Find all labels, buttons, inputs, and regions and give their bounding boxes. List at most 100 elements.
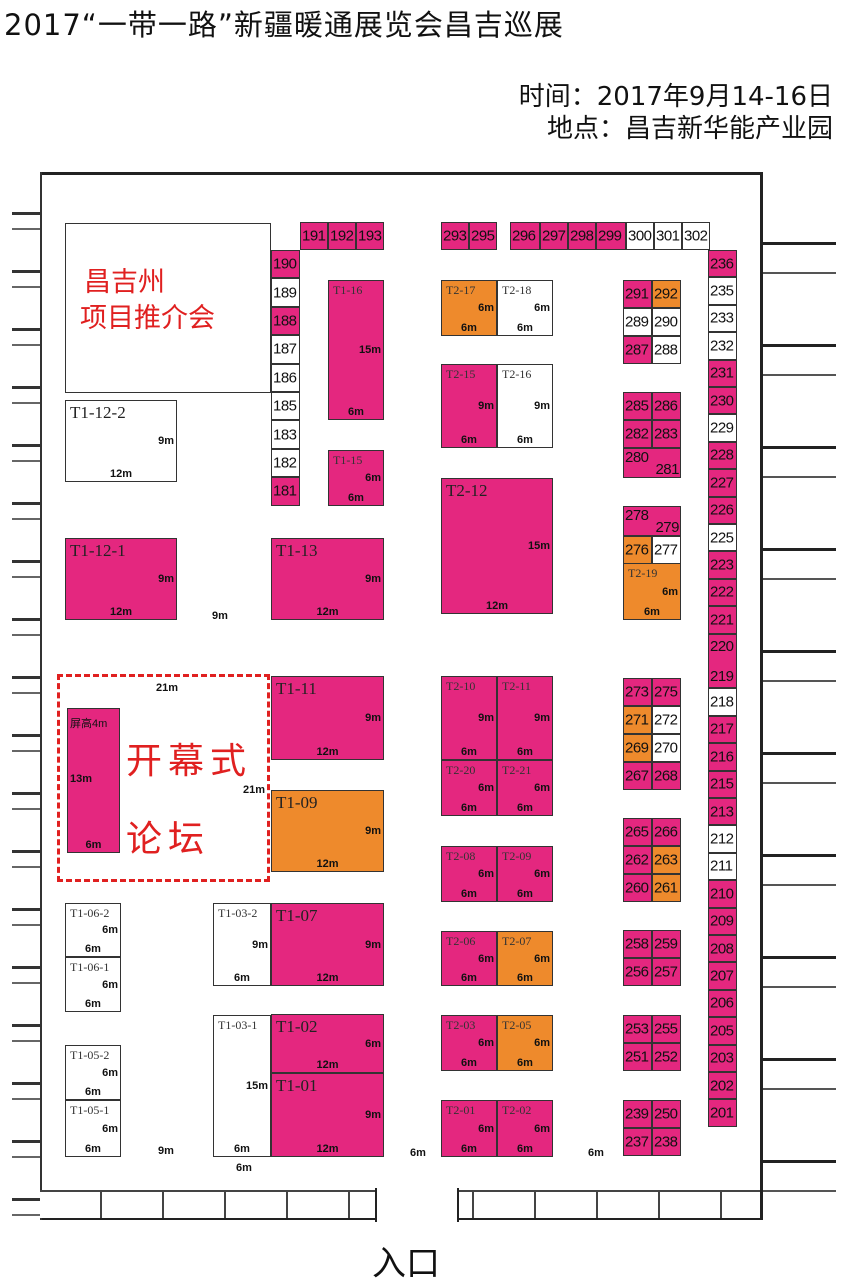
booth-283[interactable]: 283: [652, 420, 681, 448]
opening-forum-area[interactable]: [57, 674, 270, 882]
booth-296[interactable]: 296: [510, 222, 540, 250]
booth-276[interactable]: 276: [623, 536, 652, 564]
booth-215[interactable]: 215: [708, 770, 737, 798]
booth-295[interactable]: 295: [469, 222, 497, 250]
booth-288[interactable]: 288: [652, 336, 681, 364]
booth-231[interactable]: 231: [708, 359, 737, 387]
booth-207[interactable]: 207: [708, 962, 737, 990]
booth-203[interactable]: 203: [708, 1044, 737, 1072]
booth-286[interactable]: 286: [652, 392, 681, 420]
booth-225[interactable]: 225: [708, 524, 737, 552]
booth-218[interactable]: 218: [708, 688, 737, 716]
booth-206[interactable]: 206: [708, 989, 737, 1018]
booth-292[interactable]: 292: [652, 280, 681, 308]
booth-229[interactable]: 229: [708, 414, 737, 442]
booth-270[interactable]: 270: [652, 734, 681, 762]
booth-282[interactable]: 282: [623, 420, 652, 448]
booth-205[interactable]: 205: [708, 1017, 737, 1045]
booth-289[interactable]: 289: [623, 308, 652, 336]
booth-216[interactable]: 216: [708, 743, 737, 771]
booth-191[interactable]: 191: [300, 222, 328, 250]
booth-208[interactable]: 208: [708, 935, 737, 963]
booth-267[interactable]: 267: [623, 762, 652, 790]
booth-239[interactable]: 239: [623, 1100, 652, 1128]
booth-301[interactable]: 301: [654, 222, 682, 250]
booth-300[interactable]: 300: [626, 222, 654, 250]
booth-223[interactable]: 223: [708, 551, 737, 579]
booth-262[interactable]: 262: [623, 846, 652, 874]
booth-273[interactable]: 273: [623, 678, 652, 706]
booth-181[interactable]: 181: [271, 477, 300, 506]
booth-298[interactable]: 298: [568, 222, 596, 250]
booth-293[interactable]: 293: [441, 222, 469, 250]
booth-222[interactable]: 222: [708, 578, 737, 607]
booth-217[interactable]: 217: [708, 715, 737, 744]
booth-257[interactable]: 257: [652, 958, 681, 986]
booth-186[interactable]: 186: [271, 363, 300, 392]
booth-259[interactable]: 259: [652, 930, 681, 958]
booth-227[interactable]: 227: [708, 469, 737, 497]
booth-232[interactable]: 232: [708, 332, 737, 360]
project-promotion-area[interactable]: 昌吉州 项目推介会: [65, 223, 271, 393]
booth-291[interactable]: 291: [623, 280, 652, 308]
booth-277[interactable]: 277: [652, 536, 681, 564]
booth-187[interactable]: 187: [271, 335, 300, 364]
booth-271[interactable]: 271: [623, 706, 652, 734]
booth-268[interactable]: 268: [652, 762, 681, 790]
booth-185[interactable]: 185: [271, 392, 300, 421]
booth-266[interactable]: 266: [652, 818, 681, 846]
booth-253[interactable]: 253: [623, 1015, 652, 1043]
booth-235[interactable]: 235: [708, 277, 737, 305]
booth-265[interactable]: 265: [623, 818, 652, 846]
booth-272[interactable]: 272: [652, 706, 681, 734]
booth-230[interactable]: 230: [708, 387, 737, 415]
booth-228[interactable]: 228: [708, 441, 737, 470]
booth-202[interactable]: 202: [708, 1072, 737, 1100]
booth-261[interactable]: 261: [652, 874, 681, 902]
booth-190[interactable]: 190: [271, 250, 300, 279]
booth-299[interactable]: 299: [596, 222, 626, 250]
booth-256[interactable]: 256: [623, 958, 652, 986]
booth-287[interactable]: 287: [623, 336, 652, 364]
booth-211[interactable]: 211: [708, 852, 737, 881]
booth-290[interactable]: 290: [652, 308, 681, 336]
booth-258[interactable]: 258: [623, 930, 652, 958]
booth-193[interactable]: 193: [356, 222, 384, 250]
booth-302[interactable]: 302: [682, 222, 710, 250]
booth-297[interactable]: 297: [540, 222, 568, 250]
booth-252[interactable]: 252: [652, 1043, 681, 1071]
booth-192[interactable]: 192: [328, 222, 356, 250]
booth-183[interactable]: 183: [271, 420, 300, 449]
booth-238[interactable]: 238: [652, 1128, 681, 1156]
